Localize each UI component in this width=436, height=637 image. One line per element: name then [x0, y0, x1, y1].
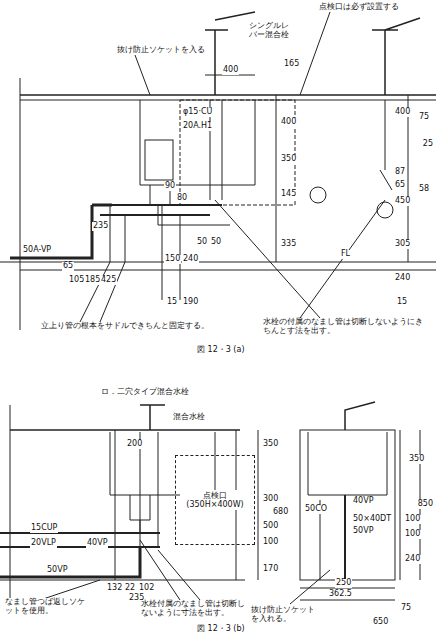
dimension-label: 305 — [394, 240, 411, 249]
dimension-label: 50A-VP — [22, 246, 52, 255]
dimension-label: 300 — [262, 495, 279, 504]
dimension-label: 50 — [196, 238, 208, 247]
dimension-label: 105 — [68, 276, 85, 285]
dimension-label: 250 — [335, 579, 352, 588]
note-text: 抜け防止ソケットを入れる。 — [250, 606, 322, 624]
elevation-a — [0, 12, 436, 330]
dimension-label: 65 — [394, 181, 406, 190]
dimension-label: 850 — [417, 500, 434, 509]
dimension-label: 15 — [166, 298, 178, 307]
dimension-label: 400 — [394, 108, 411, 117]
dimension-label: 100 — [262, 538, 279, 547]
dimension-label: 335 — [280, 240, 297, 249]
dimension-label: 190 — [182, 298, 199, 307]
dimension-label: φ15·CU — [182, 108, 213, 117]
dimension-label: 200 — [126, 440, 143, 449]
note-text: 立上り管の根本をサドルできちんと固定する。 — [40, 322, 210, 331]
dimension-label: 20A.H1 — [182, 122, 213, 131]
dimension-label: 500 — [262, 522, 279, 531]
dimension-label: 240 — [404, 555, 421, 564]
dimension-label: 58 — [418, 185, 430, 194]
dimension-label: 混合水栓 — [172, 413, 206, 422]
dimension-label: 40VP — [86, 539, 108, 548]
dimension-label: 102 — [138, 584, 155, 593]
dimension-label: 680 — [272, 508, 289, 517]
dimension-label: 80 — [176, 194, 188, 203]
dimension-label: 362.5 — [328, 590, 353, 599]
dimension-label: 145 — [280, 190, 297, 199]
dimension-label: 22 — [124, 584, 136, 593]
dimension-label: 87 — [394, 168, 406, 177]
dimension-label: 50CO — [304, 505, 328, 514]
dimension-label: 235 — [92, 222, 109, 231]
dimension-label: 132 — [106, 584, 123, 593]
dimension-label: 240 — [394, 274, 411, 283]
dimension-label: 350 — [408, 455, 425, 464]
dimension-label: 90 — [164, 182, 176, 191]
note-text: 50×40DT — [352, 515, 392, 524]
dimension-label: 650 — [372, 618, 389, 627]
dimension-label: 75 — [418, 113, 430, 122]
dimension-label: 15 — [396, 298, 408, 307]
inspection-opening: 点検口 (350H×400W) — [175, 455, 255, 545]
node-text: 点検口 (350H×400W) — [180, 490, 250, 510]
note-text: 抜け防止ソケットを入る — [116, 46, 206, 55]
note-text: 図 12・3 (b) — [196, 625, 246, 634]
note-text: なまし管つば返しソケットを使用。 — [4, 598, 90, 616]
note-text: 点検口は必ず設置する — [318, 3, 400, 12]
dimension-label: FL — [340, 250, 351, 259]
dimension-label: 165 — [283, 60, 300, 69]
dimension-label: 50VP — [352, 527, 374, 536]
dimension-label: 350 — [262, 440, 279, 449]
note-text: ロ．二穴タイプ混合水栓 — [100, 388, 190, 397]
dimension-label: 240 — [182, 255, 199, 264]
dimension-label: 20VLP — [30, 539, 57, 548]
note-text: シングルレバー混合栓 — [248, 22, 292, 40]
dimension-label: 185 — [84, 276, 101, 285]
dimension-label: 65 — [62, 262, 74, 271]
dimension-label: 425 — [100, 276, 117, 285]
dimension-label: 50VP — [46, 566, 68, 575]
dimension-label: 15CUP — [30, 524, 58, 533]
dimension-label: 25 — [422, 140, 434, 149]
dimension-label: 450 — [394, 197, 411, 206]
dimension-label: 350 — [280, 155, 297, 164]
dimension-label: 170 — [262, 565, 279, 574]
dimension-label: 400 — [222, 66, 239, 75]
dimension-label: 50 — [210, 238, 222, 247]
elevation-b — [0, 402, 420, 610]
dimension-label: 400 — [280, 118, 297, 127]
dimension-label: 75 — [400, 604, 412, 613]
dimension-label: 150 — [164, 255, 181, 264]
note-text: 水栓付属のなまし管は切断しないように寸法を出す。 — [140, 600, 252, 618]
dimension-label: 100 — [404, 530, 421, 539]
dimension-label: 100 — [404, 515, 421, 524]
note-text: 水栓の付属のなまし管は切断しないようにきちんとす法を出す。 — [262, 318, 424, 336]
dimension-label: 40VP — [352, 497, 374, 506]
note-text: 図 12・3 (a) — [196, 346, 246, 355]
